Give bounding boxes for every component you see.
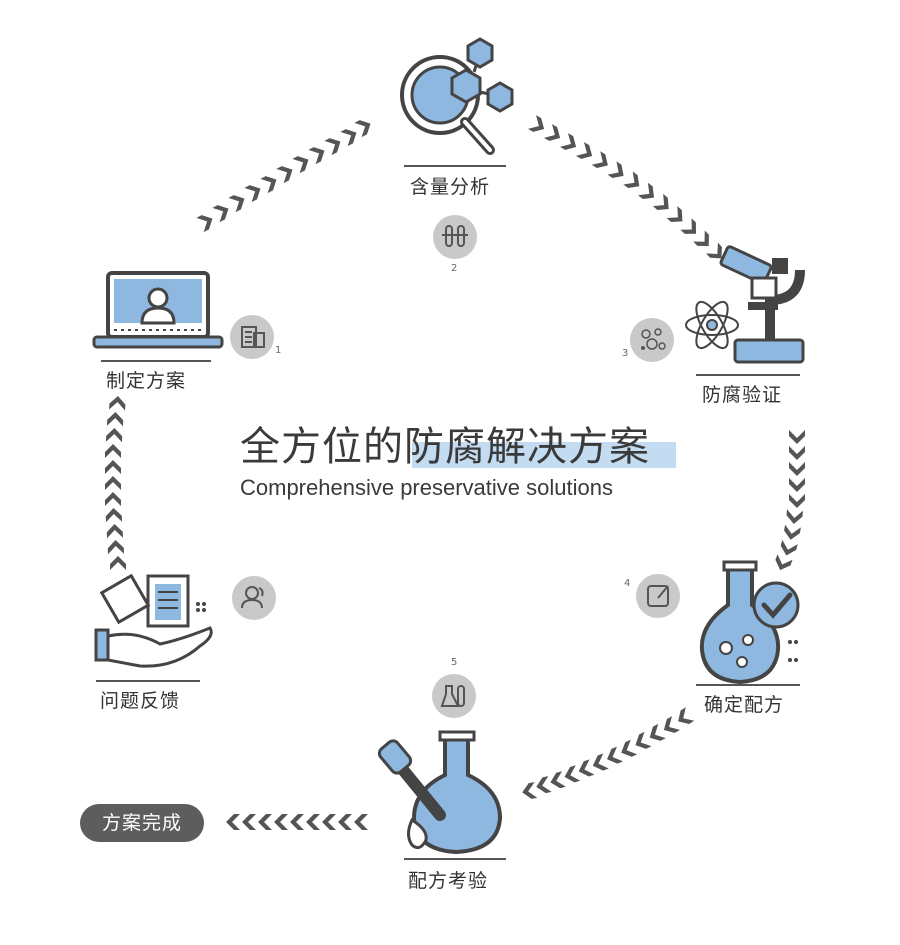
- step-number-3: 3: [622, 348, 629, 359]
- analysis-underline: [404, 165, 506, 167]
- step-label-confirm: 确定配方: [704, 694, 785, 716]
- edit-icon: [636, 574, 680, 618]
- flask-dropper-icon: [377, 730, 503, 855]
- plan-underline: [101, 360, 211, 362]
- arrow-confirm-to-test: [520, 707, 695, 801]
- arrow-feedback-to-plan: [105, 395, 126, 570]
- magnifier-molecule-icon: [400, 37, 514, 155]
- test-underline: [404, 858, 506, 860]
- feedback-underline: [96, 680, 200, 682]
- step-label-analysis: 含量分析: [410, 176, 491, 198]
- hand-document-icon: [94, 573, 213, 668]
- step-number-4: 4: [624, 578, 631, 589]
- arrow-test-to-done: [226, 814, 368, 830]
- main-title: 全方位的防腐解决方案: [240, 424, 650, 470]
- step-number-5: 5: [451, 657, 458, 668]
- bacteria-icon: [630, 318, 674, 362]
- step-number-1: 1: [275, 345, 282, 356]
- arrow-analysis-to-verify: [528, 115, 728, 264]
- lab-flasks-icon: [432, 674, 476, 718]
- users-icon: [232, 576, 276, 620]
- step-label-test: 配方考验: [408, 870, 489, 892]
- arrow-plan-to-analysis: [196, 116, 375, 233]
- step-label-verify: 防腐验证: [702, 384, 783, 406]
- laptop-user-icon: [92, 271, 224, 349]
- step-number-2: 2: [451, 263, 458, 274]
- step-label-feedback: 问题反馈: [100, 690, 181, 712]
- test-tubes-icon: [433, 215, 477, 259]
- confirm-underline: [696, 684, 800, 686]
- step-label-plan: 制定方案: [106, 370, 187, 392]
- plan-complete-badge: 方案完成: [80, 804, 204, 842]
- microscope-atom-icon: [685, 245, 805, 364]
- arrow-verify-to-confirm: [772, 430, 805, 573]
- building-icon: [230, 315, 274, 359]
- verify-underline: [696, 374, 800, 376]
- flask-check-icon: [699, 560, 800, 685]
- title-highlight: [412, 442, 676, 468]
- subtitle: Comprehensive preservative solutions: [240, 475, 613, 500]
